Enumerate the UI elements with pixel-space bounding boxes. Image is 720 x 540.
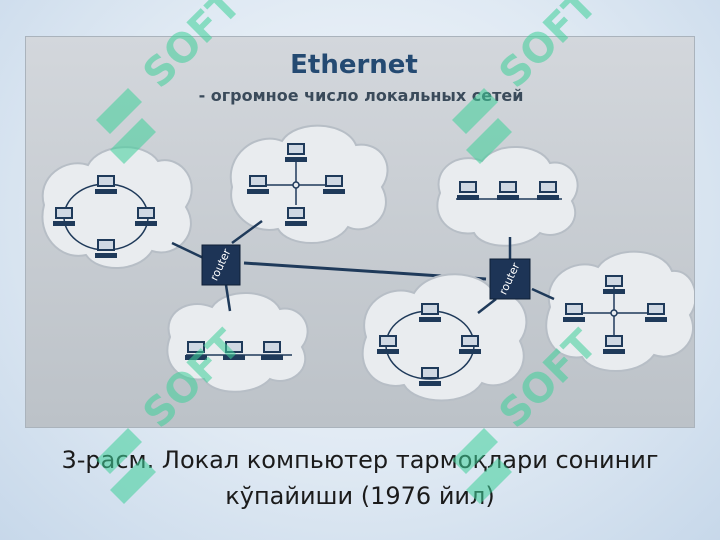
lan-cloud-star-right (545, 250, 694, 372)
caption-line-2: кўпайиши (1976 йил) (225, 482, 495, 510)
caption-line-1: 3-расм. Локал компьютер тармоқлари сонин… (61, 446, 659, 474)
diagram-subtitle: - огромное число локальных сетей (199, 86, 524, 105)
ethernet-diagram: Ethernet - огромное число локальных сете… (25, 36, 695, 428)
router-right: router (489, 258, 531, 300)
diagram-canvas: Ethernet - огромное число локальных сете… (41, 50, 694, 402)
router-left: router (201, 244, 241, 286)
lan-cloud-bus-bottom (166, 292, 309, 393)
figure-caption: 3-расм. Локал компьютер тармоқлари сонин… (0, 442, 720, 514)
lan-cloud-ring-left (41, 146, 193, 269)
lan-cloud-star-top (229, 124, 389, 244)
lan-cloud-bus-top-right (436, 146, 579, 247)
diagram-title: Ethernet (290, 50, 418, 80)
